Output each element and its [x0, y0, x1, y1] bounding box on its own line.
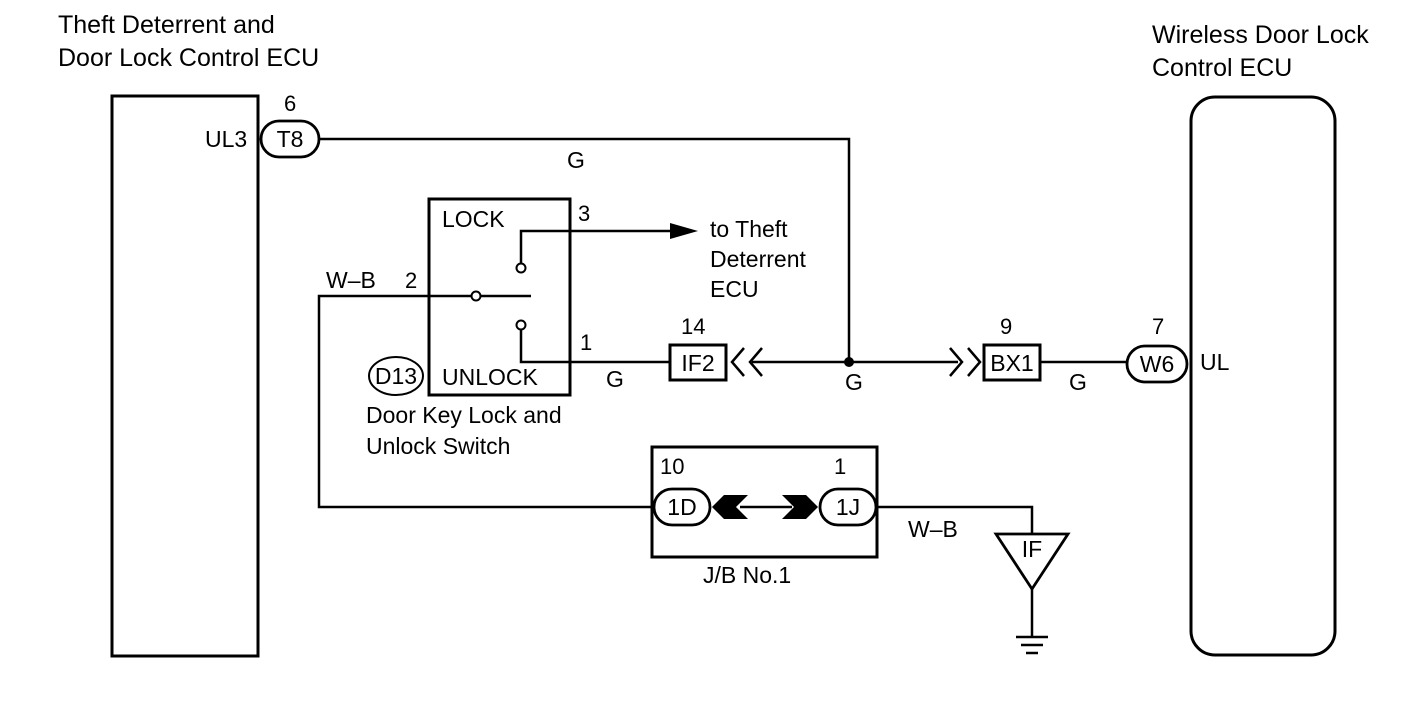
- switch-unlock-label: UNLOCK: [442, 364, 539, 390]
- switch-unlock-contact: [515, 319, 527, 331]
- right-ecu-title-line1: Wireless Door Lock: [1152, 21, 1369, 49]
- right-ecu-terminal: UL: [1200, 349, 1230, 375]
- wire-switch-unlock: [519, 330, 670, 364]
- bx1-chevron-1: [949, 347, 964, 377]
- switch-lock-contact: [515, 262, 527, 274]
- connector-if2-label: IF2: [681, 350, 714, 376]
- wire-sw-unlock-label: G: [606, 366, 624, 392]
- wire-switch-lock: [519, 229, 672, 263]
- arrow-label-line1: to Theft: [710, 216, 788, 242]
- wire-middle-label: G: [845, 369, 863, 395]
- right-ecu-pin: 7: [1152, 314, 1164, 339]
- bx1-pin: 9: [1000, 314, 1012, 339]
- right-ecu-box: [1189, 95, 1337, 657]
- arrow-label-line3: ECU: [710, 276, 759, 302]
- wire-top-g: [319, 137, 851, 362]
- switch-common-contact: [470, 290, 482, 302]
- jb-left-pin: 10: [660, 454, 684, 479]
- arrow-to-theft-ecu: [670, 223, 698, 239]
- connector-1j-label: 1J: [836, 494, 860, 520]
- if2-chevron-2: [748, 347, 763, 377]
- connector-if2: [668, 343, 728, 382]
- connector-d13-label: D13: [375, 363, 417, 389]
- ground-if-label: IF: [1022, 536, 1042, 562]
- if2-pin: 14: [681, 314, 705, 339]
- jb-right-pin: 1: [834, 454, 846, 479]
- if2-chevron-1: [730, 347, 745, 377]
- connector-t8-label: T8: [277, 126, 304, 152]
- bx1-chevron-2: [967, 347, 982, 377]
- wire-switch-ground: [317, 294, 652, 509]
- left-ecu-title-line2: Door Lock Control ECU: [58, 44, 319, 72]
- connector-w6-label: W6: [1140, 351, 1175, 377]
- connector-1d-label: 1D: [667, 494, 696, 520]
- wire-switch-ground-label: W–B: [326, 267, 376, 293]
- wire-jb-ground-label: W–B: [908, 516, 958, 542]
- arrow-label-line2: Deterrent: [710, 246, 806, 272]
- connector-bx1-label: BX1: [990, 350, 1033, 376]
- left-ecu-pin: 6: [284, 91, 296, 116]
- jb-right-chevron: [782, 495, 818, 519]
- wire-right-label: G: [1069, 369, 1087, 395]
- switch-pin-common: 2: [405, 268, 417, 293]
- jb-name: J/B No.1: [703, 562, 791, 588]
- switch-name-line1: Door Key Lock and: [366, 402, 562, 428]
- jb-left-chevron: [712, 495, 748, 519]
- right-ecu-title-line2: Control ECU: [1152, 54, 1292, 82]
- left-ecu-terminal: UL3: [205, 126, 247, 152]
- switch-pin-unlock: 1: [580, 330, 592, 355]
- ground-if-triangle: [993, 532, 1071, 592]
- connector-d13: [368, 356, 424, 396]
- switch-name-line2: Unlock Switch: [366, 433, 510, 459]
- connector-w6: [1125, 344, 1189, 384]
- wire-top-label: G: [567, 147, 585, 173]
- switch-pin-lock: 3: [578, 201, 590, 226]
- connector-1d: [652, 487, 712, 527]
- switch-lock-label: LOCK: [442, 206, 505, 232]
- left-ecu-box: [110, 94, 260, 658]
- left-ecu-title-line1: Theft Deterrent and: [58, 11, 275, 39]
- splice-point: [844, 357, 854, 367]
- wire-jb-ground: [876, 505, 1034, 534]
